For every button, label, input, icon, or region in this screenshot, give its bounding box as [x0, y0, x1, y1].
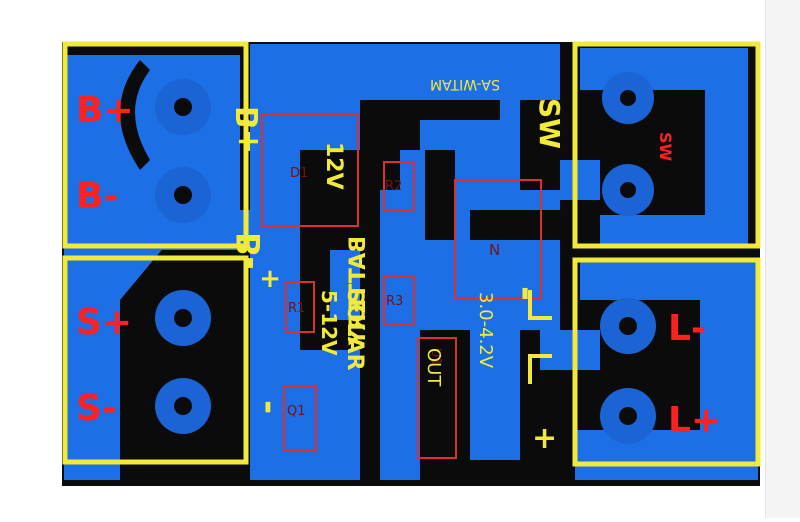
component-r1-label: R1 [288, 301, 305, 316]
copper-right-top [580, 48, 748, 245]
terminal-l-plus-label: L+ [668, 400, 721, 441]
isolation-left-arc [120, 60, 150, 170]
silk-solar-plus: + [255, 268, 285, 290]
copper-left-bus [64, 55, 240, 480]
pads [155, 72, 656, 444]
terminal-block-solar [62, 255, 249, 465]
silk-solar-voltage: 5-12V [317, 290, 341, 356]
copper-top-bus [250, 44, 560, 210]
terminal-labels: B+ B- S+ S- L- L+ SW [76, 90, 721, 441]
isolation-bottom-arc [120, 290, 150, 410]
copper-bottom-bus [250, 350, 360, 480]
silk-out-label: OUT [423, 348, 444, 387]
isolation-top [360, 100, 500, 120]
component-u1-label: U1 [428, 348, 443, 366]
silk-battery-plus: B+ [231, 106, 266, 154]
terminal-s-plus-label: S+ [76, 302, 132, 343]
silk-bracket-bottom [528, 354, 552, 384]
silk-solar-minus: - [249, 400, 289, 414]
terminal-b-minus-label: B- [76, 176, 118, 217]
pad-sw-bottom [602, 164, 654, 216]
silk-battery-minus: B- [230, 232, 268, 270]
component-n-outline [454, 179, 542, 299]
silk-solar-label: SOLAR [342, 288, 367, 371]
pad-l-minus [600, 298, 656, 354]
terminal-outlines [62, 41, 761, 467]
silkscreen-layer: SA-WITAM BATTERY 12V B+ B- SOLAR 5-12V +… [230, 76, 566, 456]
terminal-sw-label: SW [656, 132, 675, 162]
copper-left-inner [110, 210, 250, 250]
copper-right-link [560, 160, 600, 200]
terminal-block-switch [572, 41, 761, 249]
copper-right-bottom [575, 260, 758, 480]
component-r1-outline [285, 281, 315, 333]
copper-center-vert [380, 190, 420, 480]
pad-b-plus [155, 79, 211, 135]
component-outlines [261, 113, 542, 459]
component-d1-outline [261, 113, 359, 227]
component-r3-outline [383, 275, 415, 325]
silk-battery-label: BATTERY [346, 236, 371, 346]
pad-sw-top [602, 72, 654, 124]
silk-top-text: SA-WITAM [430, 76, 500, 92]
terminal-block-battery [62, 41, 249, 249]
component-n-label: N [489, 241, 500, 259]
component-r3-label: R3 [386, 294, 403, 309]
silk-out-range: 3.0-4.2V [475, 292, 496, 369]
component-d1-label: D1 [290, 166, 308, 181]
scrollbar[interactable] [765, 0, 800, 518]
silk-battery-voltage: 12V [321, 142, 346, 190]
pad-s-plus [155, 290, 211, 346]
isolation-center [425, 150, 455, 240]
silk-out-minus: - [506, 286, 547, 301]
component-r2-label: R2 [385, 179, 402, 194]
silk-bracket-top [528, 290, 552, 320]
pad-b-minus [155, 167, 211, 223]
silk-sw-label: SW [533, 98, 566, 149]
component-q1-label: Q1 [287, 404, 306, 419]
component-u1-outline [417, 337, 457, 459]
terminal-block-load [572, 257, 761, 467]
pad-l-plus [600, 388, 656, 444]
copper-right-link-2 [540, 330, 600, 370]
silk-out-plus: + [532, 421, 557, 456]
pad-s-minus [155, 378, 211, 434]
component-r2-outline [383, 161, 415, 211]
silk-output-brackets [528, 290, 552, 384]
component-q1-outline [283, 385, 317, 451]
component-labels: D1 R2 N R1 R3 Q1 U1 [287, 166, 500, 419]
terminal-s-minus-label: S- [76, 388, 117, 429]
terminal-b-plus-label: B+ [76, 90, 134, 131]
terminal-l-minus-label: L- [668, 308, 706, 349]
